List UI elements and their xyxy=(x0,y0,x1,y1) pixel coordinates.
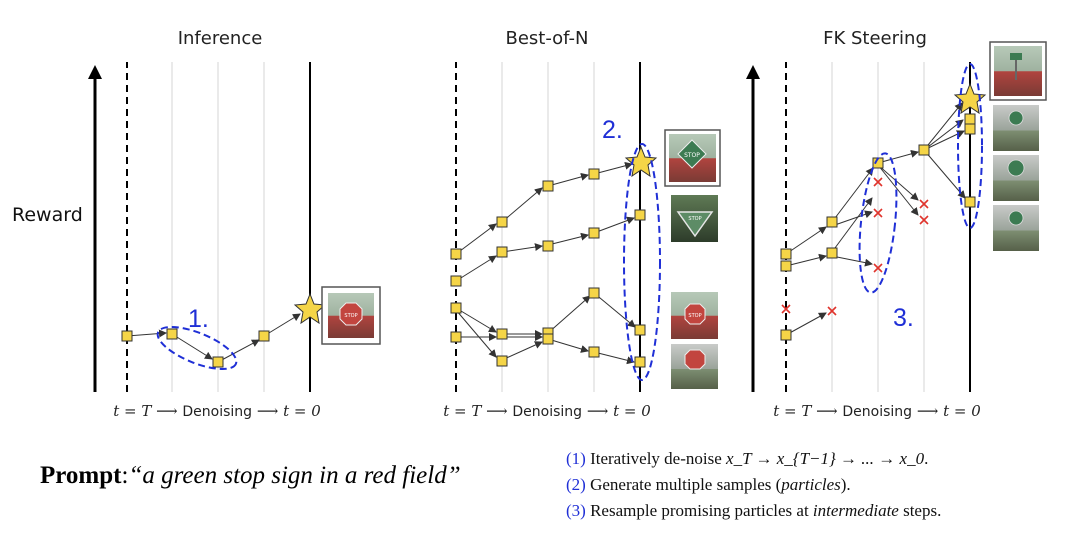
panel-title: Best-of-N xyxy=(505,28,588,49)
sample-image xyxy=(993,105,1039,151)
step-label-1: 1. xyxy=(188,305,209,333)
prompt-caption: Prompt:“a green stop sign in a red field… xyxy=(40,462,461,490)
sample-image xyxy=(989,41,1047,101)
particle-nodes xyxy=(780,113,976,341)
trajectory xyxy=(126,313,301,363)
particle-nodes xyxy=(450,168,646,368)
step-label-3: 3. xyxy=(893,304,914,332)
panel-inference: Inference 1. STOP t = T ⟶ Den xyxy=(88,28,381,420)
panel-best-of-n: Best-of-N xyxy=(443,28,721,420)
particle-nodes xyxy=(121,328,270,368)
sample-image xyxy=(671,344,718,389)
selection-ellipse xyxy=(623,143,661,381)
sample-image: STOP xyxy=(321,286,381,345)
prompt-text: “a green stop sign in a red field” xyxy=(128,462,461,489)
sample-image xyxy=(993,155,1039,201)
image-sign-text: STOP xyxy=(688,216,701,222)
denoise-step-ellipse xyxy=(156,326,238,370)
note-item: (2) Generate multiple samples (particles… xyxy=(566,475,851,494)
sample-image: STOP xyxy=(671,292,718,339)
note-item: (1) Iteratively de-noise x_T → x_{T−1} →… xyxy=(566,449,929,468)
trajectories xyxy=(455,161,636,365)
panel-fk-steering: FK Steering xyxy=(746,28,1047,420)
panel-title: FK Steering xyxy=(823,28,927,49)
note-item: (3) Resample promising particles at inte… xyxy=(566,501,942,520)
method-notes: (1) Iteratively de-noise x_T → x_{T−1} →… xyxy=(566,446,941,524)
image-sign-text: STOP xyxy=(688,313,701,319)
resample-ellipse xyxy=(858,152,898,294)
sample-image xyxy=(993,205,1039,251)
panel-title: Inference xyxy=(178,28,263,49)
sample-image: STOP xyxy=(664,129,721,187)
prompt-separator: : xyxy=(121,462,129,489)
trajectories xyxy=(785,102,966,336)
best-sample-star-icon xyxy=(953,82,987,115)
prompt-label: Prompt xyxy=(40,462,122,489)
time-axis-label: t = T ⟶ Denoising ⟶ t = 0 xyxy=(113,402,321,420)
image-sign-text: STOP xyxy=(684,152,700,159)
image-sign-text: STOP xyxy=(344,313,357,319)
best-sample-star-icon xyxy=(624,145,658,178)
time-axis-label: t = T ⟶ Denoising ⟶ t = 0 xyxy=(773,402,981,420)
time-axis-label: t = T ⟶ Denoising ⟶ t = 0 xyxy=(443,402,651,420)
y-axis-label: Reward xyxy=(12,204,83,226)
pruned-particle-marks xyxy=(781,177,929,316)
step-label-2: 2. xyxy=(602,116,623,144)
sample-image: STOP xyxy=(671,195,718,242)
final-selection-ellipse xyxy=(957,63,983,229)
